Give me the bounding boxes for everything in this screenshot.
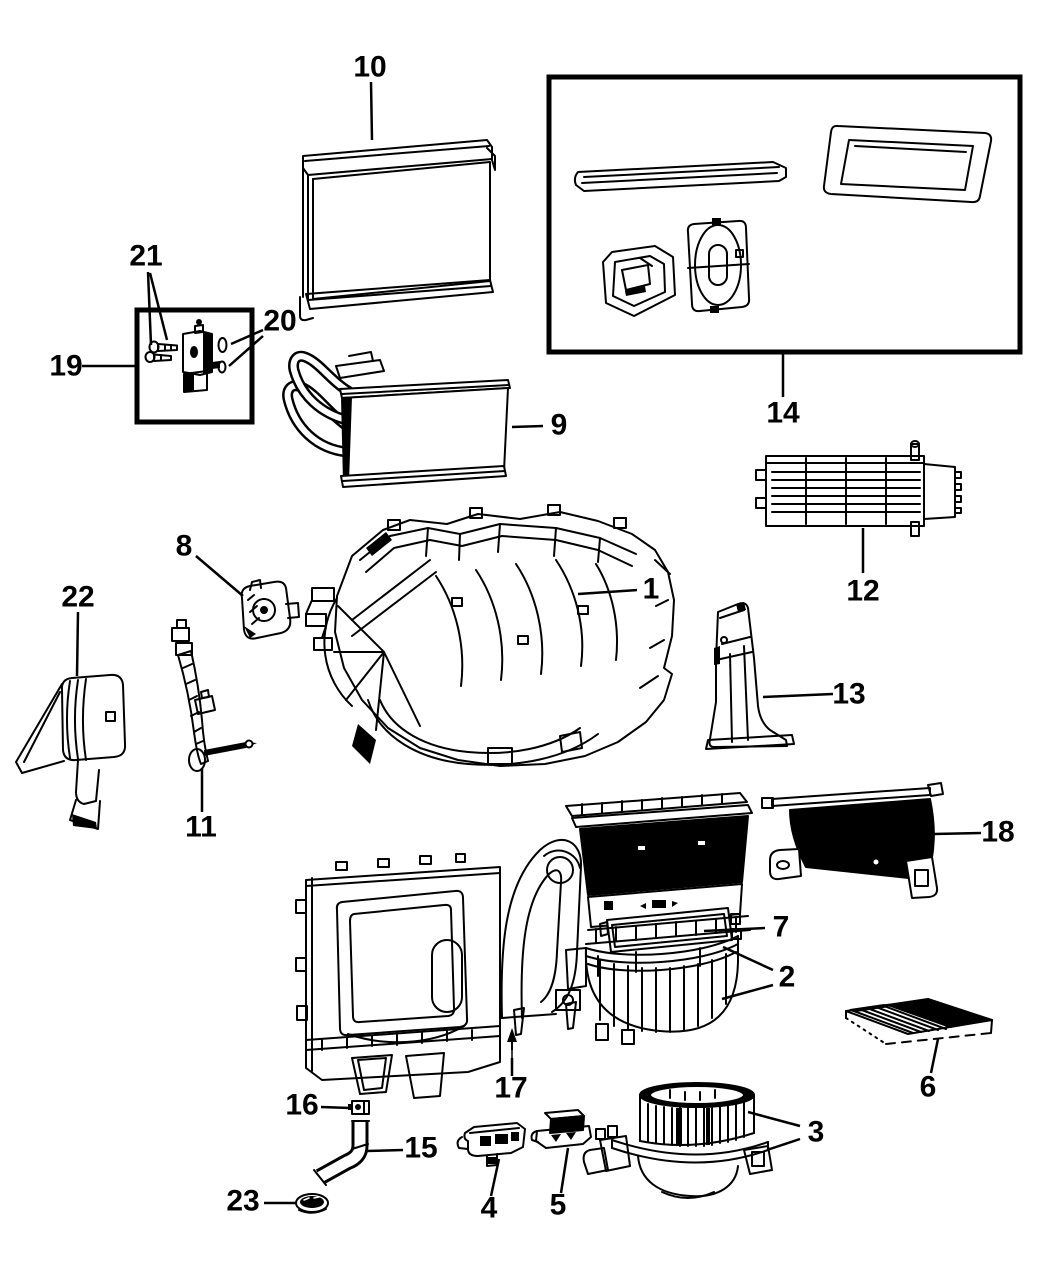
leader-line-8 [195, 555, 244, 597]
expansion-valve-kit-drawing [144, 319, 228, 393]
callout-18-recirculation-door: 18 [981, 816, 1014, 849]
kit-bracket [602, 245, 676, 317]
auxiliary-heater-drawing [755, 440, 962, 537]
blower-housing-lower-drawing [295, 792, 753, 1099]
cabin-air-filter-drawing [845, 998, 993, 1045]
callout-14-seal-kit-box: 14 [766, 397, 800, 430]
callout-20-o-rings: 20 [263, 305, 296, 338]
leader-line-3 [747, 1110, 801, 1128]
callout-10-evaporator: 10 [353, 51, 386, 84]
callout-8-mode-actuator: 8 [176, 530, 193, 563]
drain-grommet-drawing [295, 1193, 329, 1214]
evaporator-drawing [299, 139, 496, 322]
leader-line-20 [230, 328, 264, 346]
recirculation-door-drawing [761, 782, 944, 899]
leader-line-1 [577, 588, 638, 596]
leader-line-15 [365, 1148, 404, 1153]
blower-resistor-drawing [530, 1109, 592, 1149]
callout-22-air-inlet-cover: 22 [61, 581, 94, 614]
leader-line-13 [762, 692, 834, 699]
drain-tube-drawing [313, 1120, 370, 1186]
leader-line-2 [721, 983, 774, 1001]
valve-bolt [148, 340, 178, 354]
callout-17-mounting-screw: 17 [494, 1072, 527, 1105]
o-ring [217, 337, 228, 353]
callout-11-control-lever: 11 [185, 811, 217, 844]
callout-4-actuator-module: 4 [481, 1192, 498, 1225]
callout-15-drain-tube: 15 [404, 1132, 437, 1165]
distribution-duct-drawing [705, 602, 795, 750]
leader-line-6 [929, 1038, 940, 1074]
callout-16-retainer-clip: 16 [285, 1089, 318, 1122]
leader-line-3 [766, 1137, 801, 1152]
o-ring [217, 360, 227, 374]
seal-kit-box-drawing [573, 124, 993, 317]
leader-line-4 [489, 1158, 501, 1197]
callout-1-hvac-housing-upper: 1 [643, 573, 660, 606]
callout-21-valve-bolts: 21 [129, 240, 162, 273]
actuator-module-drawing [456, 1122, 526, 1167]
callout-2-blower-housing-lower: 2 [779, 961, 796, 994]
callout-3-blower-motor: 3 [808, 1116, 825, 1149]
blower-motor-drawing [582, 1082, 773, 1199]
hvac-housing-upper-drawing [305, 504, 675, 767]
leader-line-16 [320, 1105, 351, 1110]
kit-oval-plate [686, 219, 751, 313]
leader-line-9 [511, 424, 544, 429]
kit-boxes [134, 74, 1023, 425]
callout-7-filter-door-module: 7 [773, 911, 790, 944]
callout-23-drain-grommet: 23 [226, 1185, 259, 1218]
leader-line-7 [703, 926, 766, 933]
kit-box-14 [546, 74, 1023, 355]
callout-12-auxiliary-heater: 12 [846, 575, 879, 608]
heater-core-drawing [282, 350, 511, 488]
callout-6-cabin-air-filter: 6 [920, 1071, 937, 1104]
mode-actuator-drawing [240, 579, 300, 640]
kit-frame-gasket [822, 124, 993, 204]
leader-line-10 [369, 81, 374, 141]
leader-line-20 [228, 335, 264, 367]
leader-line-5 [559, 1147, 570, 1194]
valve-bolt [144, 351, 172, 363]
kit-seal-strip [573, 161, 787, 192]
leader-line-18 [933, 831, 982, 836]
mounting-screw-drawing [507, 1028, 517, 1059]
kit-box-19 [134, 307, 255, 425]
control-lever-drawing [171, 619, 257, 772]
retainer-clip-drawing [348, 1100, 370, 1115]
callout-13-distribution-duct: 13 [832, 678, 865, 711]
callout-9-heater-core: 9 [551, 409, 568, 442]
air-inlet-cover-drawing [15, 673, 127, 830]
leader-line-2 [722, 945, 774, 972]
leader-line-21 [148, 272, 169, 341]
callout-5-blower-resistor: 5 [550, 1189, 567, 1222]
leader-line-21 [146, 271, 153, 346]
leader-line-22 [75, 611, 80, 677]
callout-19-expansion-valve-kit: 19 [49, 350, 82, 383]
